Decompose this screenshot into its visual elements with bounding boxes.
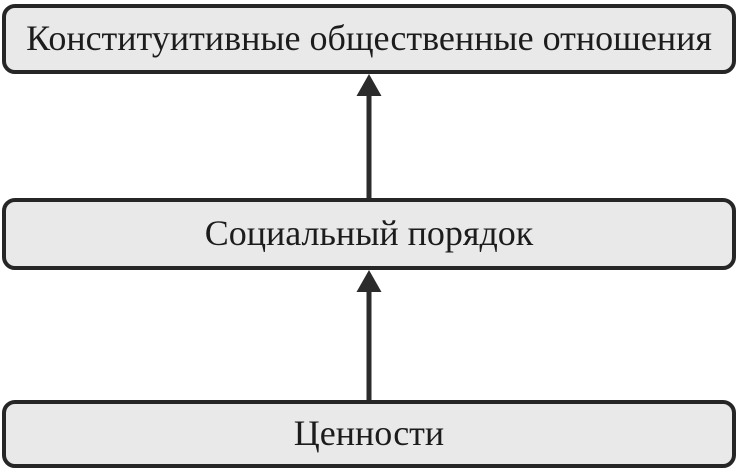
node-constitutive-relations: Конституитивные общественные отношения (2, 4, 736, 74)
node-values-label: Ценности (293, 412, 445, 453)
arrow-values-to-social-order-icon (356, 270, 382, 400)
node-values: Ценности (2, 400, 736, 468)
node-social-order-label: Социальный порядок (204, 212, 534, 253)
arrow-social-order-to-constitutive-relations-icon (356, 74, 382, 198)
node-constitutive-relations-label: Конституитивные общественные отношения (26, 17, 712, 58)
node-social-order: Социальный порядок (2, 198, 736, 270)
